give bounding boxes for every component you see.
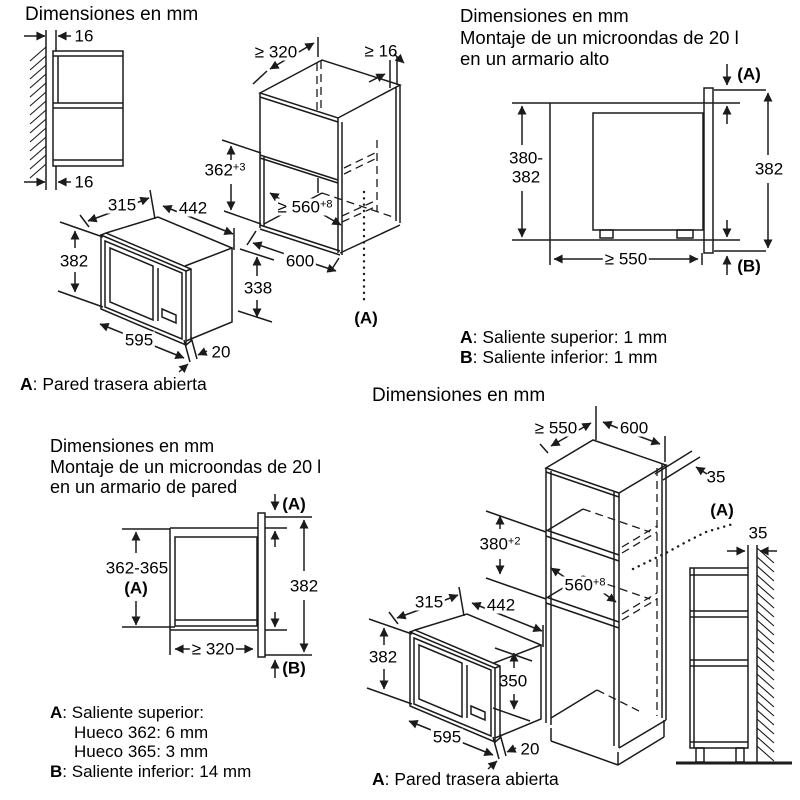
dim-mw-width-595-4: 595 bbox=[430, 727, 464, 747]
dim-wall-gap-16: ≥ 16 bbox=[364, 41, 398, 61]
dim-gap-top: 16 bbox=[74, 26, 94, 46]
dim-lower-height-338: 338 bbox=[243, 278, 273, 298]
ref-a-label: (A) bbox=[354, 308, 378, 328]
dim-depth-min-550-4: ≥ 550 bbox=[532, 418, 580, 438]
dim-niche-height-380: 380- bbox=[508, 148, 544, 168]
title-bottom-right: Dimensiones en mm bbox=[372, 385, 546, 406]
dim-front-height-382: 382 bbox=[752, 159, 786, 179]
dim-depth-min-320: ≥ 320 bbox=[252, 42, 300, 62]
dim-niche-height-380-4: 380+2 bbox=[477, 534, 523, 554]
dim-mw-height-382: 382 bbox=[59, 251, 89, 271]
dim-front-height-382-3: 382 bbox=[287, 576, 321, 596]
dim-mw-height-382-4: 382 bbox=[368, 647, 398, 667]
microwave-350-dim bbox=[492, 647, 533, 722]
dim-mw-frame-20: 20 bbox=[211, 342, 231, 362]
tall-cabinet-isometric bbox=[485, 406, 735, 766]
notes-saliente-pared: A: Saliente superior: Hueco 362: 6 mm Hu… bbox=[50, 703, 252, 781]
dim-niche-height-362-365: 362-365 bbox=[105, 558, 169, 578]
ref-a-label-2: (A) bbox=[737, 64, 761, 84]
dim-mw-body-width-442: 442 bbox=[176, 198, 210, 218]
dim-mw-body-height-350: 350 bbox=[498, 671, 528, 691]
note-pared-trasera-1: A: Pared trasera abierta bbox=[20, 374, 207, 394]
note-pared-trasera-4: A: Pared trasera abierta bbox=[372, 769, 559, 789]
dim-depth-min-320-3: ≥ 320 bbox=[189, 639, 237, 659]
ref-a-top-label-3: (A) bbox=[282, 494, 306, 514]
dim-wall-gap-35: 35 bbox=[748, 523, 768, 543]
dim-depth-min-550: ≥ 550 bbox=[602, 249, 650, 269]
wall-cabinet-section bbox=[122, 494, 312, 678]
dim-mw-width-595: 595 bbox=[122, 330, 156, 350]
dim-mw-depth-315-4: 315 bbox=[412, 592, 446, 612]
dim-mw-frame-20-4: 20 bbox=[520, 739, 540, 759]
dim-cabinet-depth-600: 600 bbox=[617, 418, 651, 438]
dim-niche-width-560: ≥ 560+8 bbox=[275, 197, 335, 217]
dim-mw-depth-315: 315 bbox=[105, 195, 139, 215]
dim-niche-height-362: 362+3 bbox=[204, 160, 246, 180]
title-top-right: Dimensiones en mm Montaje de un microond… bbox=[460, 5, 739, 69]
title-top-left: Dimensiones en mm bbox=[25, 4, 199, 25]
dim-niche-height-ref-a: (A) bbox=[124, 578, 148, 598]
dim-niche-height-382: 382 bbox=[511, 167, 541, 187]
dim-top-gap-35: 35 bbox=[706, 467, 726, 487]
notes-saliente-alto: A: Saliente superior: 1 mm B: Saliente i… bbox=[460, 327, 668, 367]
ref-b-label-3: (B) bbox=[282, 658, 306, 678]
wall-cabinet-isometric bbox=[221, 37, 405, 323]
tall-cabinet-section bbox=[512, 64, 773, 275]
dim-gap-bottom: 16 bbox=[74, 172, 94, 192]
title-mid-left: Dimensiones en mm Montaje de un microond… bbox=[50, 436, 322, 497]
wall-section-detail bbox=[24, 30, 124, 190]
dim-cabinet-width-600: 600 bbox=[283, 251, 317, 271]
ref-a-label-4: (A) bbox=[710, 500, 734, 520]
dim-mw-body-width-442-4: 442 bbox=[484, 595, 518, 615]
dim-niche-width-560-4: 560+8 bbox=[562, 575, 608, 595]
ref-b-label-2: (B) bbox=[737, 256, 761, 276]
wall-side-detail bbox=[676, 545, 792, 765]
